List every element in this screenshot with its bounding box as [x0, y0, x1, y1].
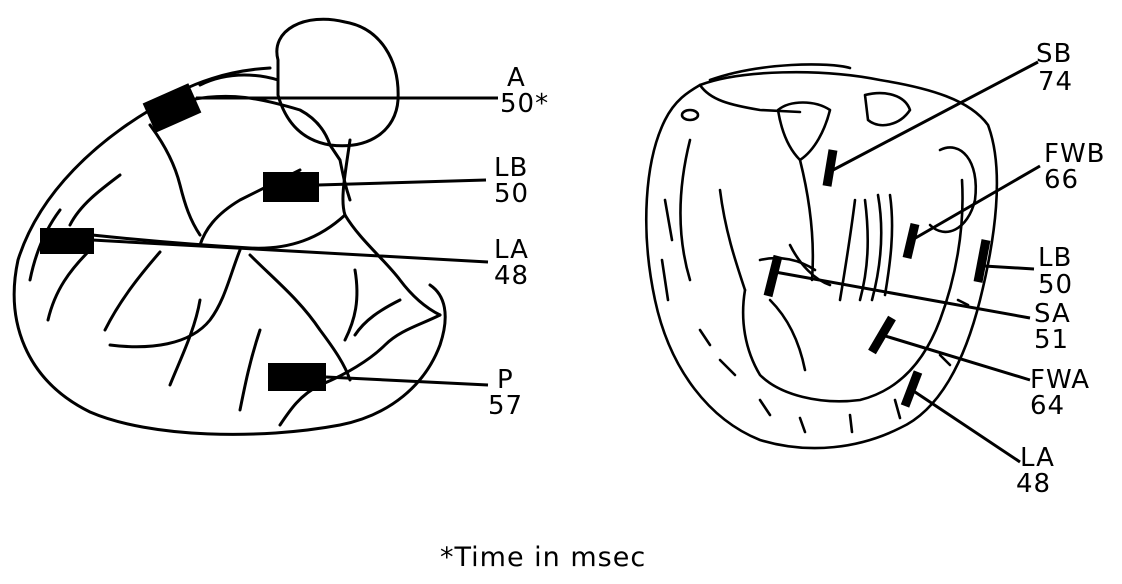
vessel-branch-d	[250, 255, 350, 380]
valve-3	[930, 147, 976, 231]
leader-FWA	[882, 335, 1030, 380]
vessel-descending	[110, 250, 240, 347]
label-A-value: 50*	[500, 89, 549, 119]
electrode-LA-left	[40, 228, 94, 254]
vessel-branch-c	[105, 252, 160, 330]
label-SB-name: SB	[1036, 39, 1072, 69]
striation-4	[720, 360, 735, 375]
footnote: *Time in msec	[440, 542, 646, 573]
septum	[720, 190, 745, 290]
right-heart-drawing	[646, 64, 997, 448]
left-labels: A 50* LB 50 LA 48 P 57	[488, 63, 549, 421]
vessel-branch-j	[355, 300, 400, 335]
electrode-LA-right	[905, 372, 918, 406]
right-heart-rim	[700, 85, 800, 112]
label-P-value: 57	[488, 391, 523, 421]
electrode-FWB	[907, 224, 915, 258]
left-atrial-appendage	[277, 19, 398, 146]
striation-6	[800, 418, 805, 432]
striation-3	[700, 330, 710, 345]
leader-LB-right	[984, 266, 1034, 269]
label-LA-left-value: 48	[494, 261, 529, 291]
vessel-branch-e	[345, 270, 357, 340]
left-atrium-edge	[200, 75, 278, 85]
label-LB-right-value: 50	[1038, 270, 1073, 300]
vessel-branch-i	[240, 330, 260, 410]
label-LB-left-value: 50	[494, 179, 529, 209]
vessel-branch-g	[70, 175, 120, 225]
vessel-branch-a	[150, 125, 200, 235]
valve-small	[682, 110, 698, 120]
label-SB-value: 74	[1038, 67, 1073, 97]
left-heart-outline	[14, 110, 445, 434]
label-LB-right-name: LB	[1038, 243, 1072, 273]
label-LA-right-value: 48	[1016, 469, 1051, 499]
striation-2	[662, 260, 668, 300]
leader-SA	[775, 272, 1030, 318]
electrode-LB-left	[263, 172, 319, 202]
leader-LA-right	[912, 390, 1020, 462]
chordae-4	[885, 195, 892, 295]
label-SA-value: 51	[1034, 325, 1069, 355]
right-heart-outline	[646, 72, 997, 448]
valve-2	[865, 93, 910, 125]
inner-wall-2	[681, 140, 690, 280]
electrode-P	[268, 363, 326, 391]
striation-7	[850, 415, 852, 432]
striation-1	[665, 200, 672, 240]
striation-8	[895, 400, 900, 418]
label-FWA-value: 64	[1030, 391, 1065, 421]
left-heart-drawing	[14, 19, 445, 434]
electrode-SA	[768, 256, 778, 296]
papillary-1	[770, 300, 805, 370]
striation-5	[760, 400, 770, 415]
label-FWB-value: 66	[1044, 165, 1079, 195]
chordae-2	[860, 200, 868, 300]
chordae-3	[872, 195, 881, 300]
left-electrodes	[40, 83, 326, 391]
vessel-branch-b	[48, 250, 90, 320]
electrode-SB	[827, 150, 833, 186]
